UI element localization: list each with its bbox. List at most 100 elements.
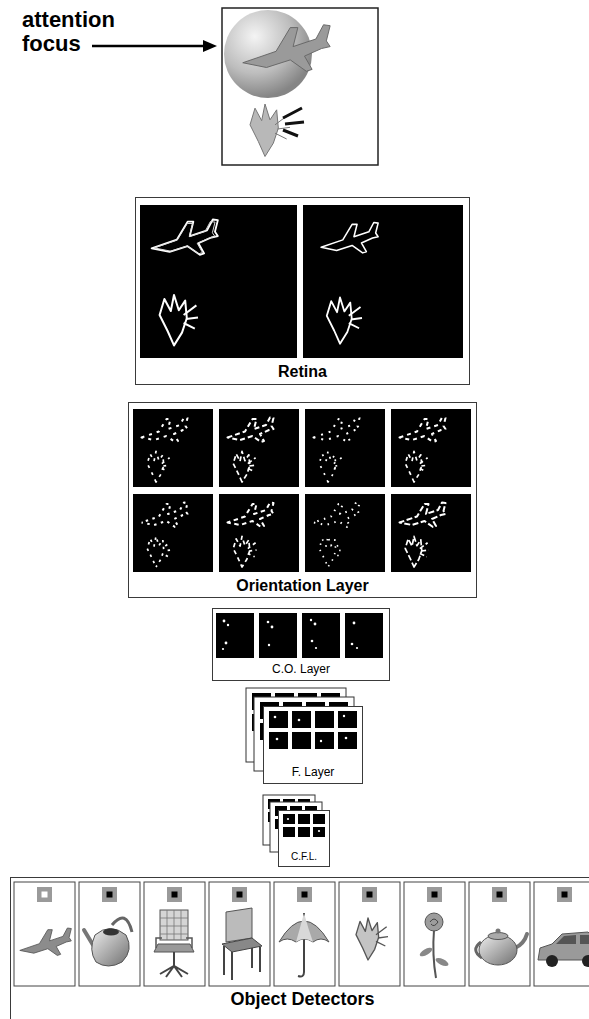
leader-arrow [203,40,217,52]
retina-images [152,220,218,255]
panel-label: Object Detectors [230,989,374,1010]
detector-indicator [562,892,568,898]
leader-arrow [92,40,217,52]
attention-focus-picture [222,8,378,165]
f-layer-cards [274,715,348,742]
orientation-maps [319,451,342,482]
teapot-icon [496,929,501,934]
co-maps [311,640,314,643]
co-maps [268,644,270,646]
f-layer-cards [269,711,357,749]
attention-focus-picture [243,25,330,72]
rose-icon [418,913,449,978]
retina-images [135,197,470,385]
f-layer-cards [345,737,348,740]
retina-images [154,222,215,254]
orientation-maps [405,536,428,567]
co-maps [259,613,297,658]
co-maps [314,623,317,626]
f-layer-cards [315,711,334,728]
plane-icon [20,928,72,955]
detector-indicator [107,892,113,898]
co-maps [222,619,358,650]
co-maps [351,643,354,646]
f-layer-cards [315,732,334,749]
cfl-cards [283,814,325,837]
cfl-cards [287,818,289,820]
detector-indicator [102,887,117,902]
orientation-maps [319,536,342,567]
cfl-cards [263,795,330,860]
cfl-cards [298,814,310,824]
detector-indicator [232,887,247,902]
detector-cells [404,882,465,986]
detector-panel: Object Detectors [10,877,589,1019]
orientation-maps [147,536,170,567]
orientation-maps [233,536,256,567]
co-maps [353,622,356,625]
rose-icon [425,913,443,931]
orientation-maps [219,409,299,487]
layer-panel: Orientation Layer [128,402,477,598]
flower-icon [356,918,388,960]
chair-icon [226,908,252,942]
detector-cells [144,882,205,986]
cfl-cards [283,814,295,824]
orientation-maps [219,494,299,572]
detector-indicator [497,892,503,898]
detector-indicator [172,892,178,898]
callout-label: attention focus [22,8,127,56]
orientation-maps [305,494,385,572]
car-icon [538,932,589,960]
rose-icon [430,919,438,926]
detector-cells [14,882,75,986]
office-chair-icon [156,938,192,948]
detector-indicator [37,887,572,902]
detector-indicator [427,887,442,902]
detector-indicator [432,892,438,898]
f-layer-cards [292,711,311,728]
orientation-maps [391,409,471,487]
orientation-maps [128,402,477,598]
detector-cells [469,882,530,986]
office-chair-icon [160,952,188,977]
car-icon [556,935,589,944]
orientation-maps [228,503,274,528]
detector-indicator [492,887,507,902]
cfl-cards [287,818,320,832]
orientation-maps [400,503,446,528]
co-maps [216,613,254,658]
retina-images [303,205,463,358]
retina-images [135,197,470,385]
cfl-cards [283,827,295,837]
watering-can-icon [103,929,119,936]
orientation-maps [133,494,213,572]
detector-indicator [362,887,377,902]
office-chair-icon [154,910,194,977]
co-maps [271,626,274,629]
chair-icon [222,908,262,980]
co-maps [227,624,229,626]
retina-images [321,223,378,253]
office-chair-icon [160,910,188,940]
co-maps [356,647,358,649]
co-maps [345,613,383,658]
f-layer-cards [269,711,288,728]
detector-indicator [37,887,572,902]
f-layer-cards [298,719,301,722]
co-maps [310,619,312,621]
co-maps [225,642,228,645]
co-maps [222,648,224,650]
rose-icon [434,956,449,967]
orientation-maps [305,409,385,487]
f-layer-cards [292,732,311,749]
umbrella-icon [279,913,329,977]
f-layer-cards [263,706,363,780]
cfl-cards [313,827,325,837]
layer-label: F. Layer [292,766,335,780]
f-layer-cards [274,716,277,719]
office-chair-icon [160,910,188,940]
detector-indicator [107,892,568,898]
orientation-maps [391,494,471,572]
attention-focus-picture [222,8,378,165]
